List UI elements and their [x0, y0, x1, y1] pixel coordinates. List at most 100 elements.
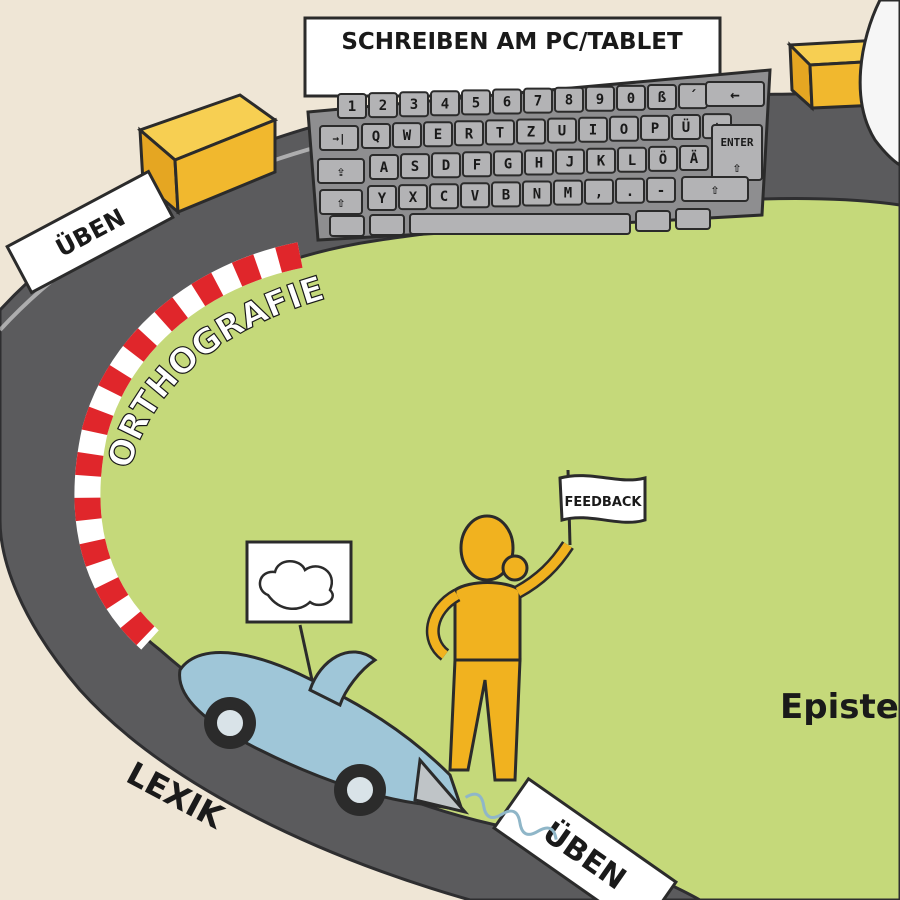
key-5: 5	[461, 89, 491, 116]
key-shift-left: ⇧	[319, 189, 363, 215]
key-h: H	[524, 149, 554, 176]
key-6-label: 6	[503, 95, 511, 111]
key-3: 3	[399, 91, 429, 118]
key-fn	[329, 215, 365, 237]
key-l-label: L	[628, 153, 636, 169]
key-r: R	[454, 120, 484, 147]
pen-nib	[413, 756, 470, 815]
key-ö-label: Ö	[659, 150, 667, 168]
key-2-label: 2	[379, 98, 387, 114]
feedback-flag	[558, 474, 647, 524]
uben-sign-top: ÜBEN	[5, 169, 175, 295]
key-i: I	[578, 116, 608, 143]
key-j-label: J	[566, 155, 574, 171]
key-h-label: H	[535, 156, 543, 172]
key-d-label: D	[442, 158, 450, 174]
key-u: U	[547, 117, 577, 144]
key-row4-8: ,	[584, 178, 614, 205]
key-enter-label: ENTER	[720, 136, 753, 149]
key-6: 6	[492, 88, 522, 115]
keyboard-sign-label: SCHREIBEN AM PC/TABLET	[341, 29, 683, 55]
key-tab: →|	[319, 125, 359, 151]
key-1-label: 1	[348, 99, 356, 115]
key-i-label: I	[589, 123, 597, 139]
key-8: 8	[554, 86, 584, 113]
key-g: G	[493, 150, 523, 177]
key-d: D	[431, 152, 461, 179]
key-a: A	[369, 154, 399, 180]
key-u-label: U	[558, 124, 566, 140]
key-10-label: 0	[627, 91, 635, 107]
key-row4-7-label: M	[564, 186, 572, 202]
key-a-label: A	[380, 160, 389, 176]
person-figure: FEEDBACK	[425, 469, 647, 782]
key-5-label: 5	[472, 95, 480, 111]
key-1: 1	[337, 93, 367, 119]
ink-trail	[464, 792, 558, 840]
key-f-label: F	[473, 157, 481, 173]
key-12-label: ´	[689, 89, 697, 105]
key-o: O	[609, 115, 639, 142]
key-row4-10: -	[646, 176, 676, 203]
key-t: T	[485, 119, 515, 146]
key-12: ´	[678, 83, 708, 110]
person-torso	[453, 581, 522, 662]
key-j: J	[555, 148, 585, 175]
key-row4-9-label: .	[626, 184, 634, 200]
key-s: S	[400, 153, 430, 180]
key-9: 9	[585, 85, 615, 112]
pen-car	[178, 540, 470, 816]
key-p: P	[640, 114, 670, 141]
driver-arm	[298, 624, 314, 681]
key-10: 0	[616, 84, 646, 111]
key-ä-label: Ä	[690, 150, 699, 167]
key-11-label: ß	[658, 90, 667, 106]
key-tab-label: →|	[332, 132, 345, 145]
cloud-icon	[258, 560, 334, 610]
key-ö: Ö	[648, 145, 678, 172]
key-ä: Ä	[679, 145, 709, 171]
key-2: 2	[368, 92, 398, 119]
key-k: K	[586, 147, 616, 174]
key-8-label: 8	[565, 93, 573, 109]
key-e: E	[423, 121, 453, 148]
thought-sign	[245, 540, 353, 624]
key-enter-arrow: ⇧	[733, 160, 741, 176]
key-row4-1: Y	[367, 185, 397, 211]
person-legs	[448, 658, 522, 782]
key-4: 4	[430, 90, 460, 117]
key-row4-2-label: X	[409, 190, 418, 206]
key-row4-6: N	[522, 180, 552, 207]
key-z: Z	[516, 118, 546, 145]
key-backspace: ←	[705, 81, 765, 107]
key-row4-6-label: N	[533, 187, 541, 203]
key-caps-label: ⇪	[337, 164, 345, 180]
key-ctrl	[369, 214, 405, 236]
key-ü: Ü	[671, 114, 701, 140]
key-11: ß	[647, 84, 677, 110]
key-shift-left-label: ⇧	[337, 195, 345, 211]
key-menu	[675, 208, 711, 230]
white-globe	[858, 0, 900, 167]
key-row4-10-label: -	[657, 183, 665, 199]
key-z-label: Z	[527, 125, 535, 141]
key-row4-3-label: C	[440, 189, 448, 205]
key-9-label: 9	[596, 92, 604, 108]
key-7: 7	[523, 87, 553, 114]
key-row4-5: B	[491, 181, 521, 208]
key-space	[409, 213, 631, 235]
key-row4-9: .	[615, 177, 645, 204]
key-w: W	[392, 122, 422, 149]
track-curb-red	[74, 242, 303, 650]
key-4-label: 4	[441, 96, 449, 112]
key-l: L	[617, 146, 647, 173]
key-t-label: T	[496, 125, 504, 141]
key-q: Q	[361, 123, 391, 149]
key-r-label: R	[465, 126, 474, 142]
key-shift-right: ⇧	[681, 176, 749, 202]
driver	[308, 650, 378, 708]
key-p-label: P	[651, 121, 659, 137]
